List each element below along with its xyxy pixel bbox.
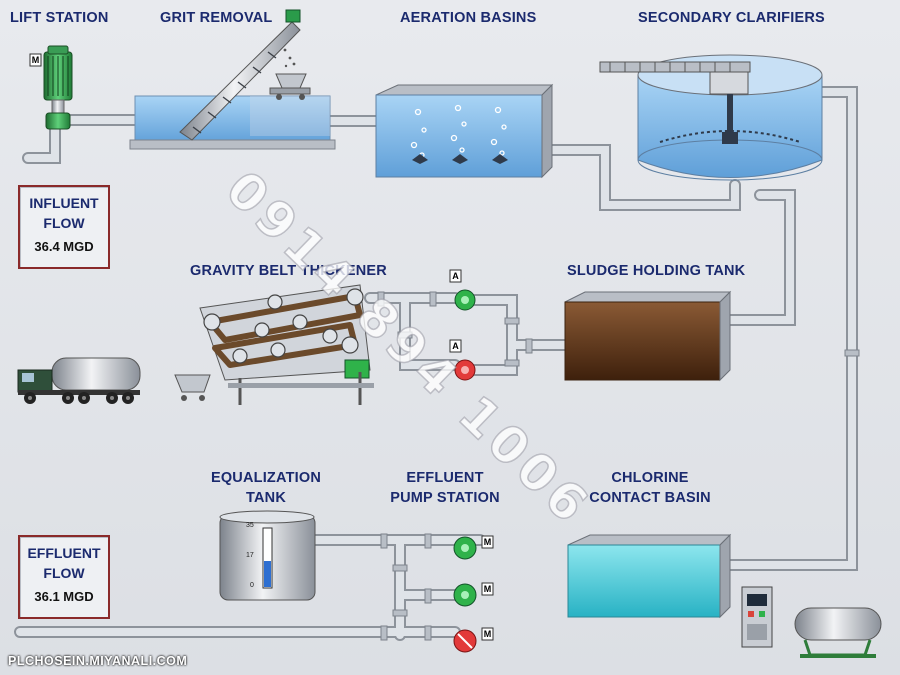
equalization-tank-label: EQUALIZATION TANK — [206, 468, 326, 508]
sludge-pump-b[interactable] — [454, 359, 476, 381]
secondary-clarifiers-label: SECONDARY CLARIFIERS — [638, 10, 825, 26]
site-watermark: PLCHOSEIN.MIYANALI.COM — [8, 654, 188, 668]
effluent-flow-box[interactable]: EFFLUENT FLOW 36.1 MGD — [18, 535, 110, 619]
sludge-pump-b-badge — [449, 339, 462, 353]
eq-scale-mid: 17 — [246, 552, 254, 559]
effluent-pump-1-letter: M — [483, 537, 492, 547]
sludge-cart — [174, 374, 211, 401]
sludge-pump-a-letter: A — [452, 271, 459, 281]
effluent-pump-station-label: EFFLUENT PUMP STATION — [380, 468, 510, 508]
chlorine-contact-basin-label-line2: CONTACT BASIN — [589, 490, 711, 506]
chlorine-control-panel[interactable] — [741, 586, 773, 648]
chlorine-contact-basin-label-line1: CHLORINE — [611, 470, 689, 486]
grit-screw-conveyor[interactable] — [179, 9, 301, 141]
equalization-tank[interactable] — [219, 510, 316, 601]
aeration-basins-label: AERATION BASINS — [400, 10, 537, 26]
influent-flow-title2: FLOW — [43, 215, 85, 231]
chlorine-gas-cylinder — [794, 607, 882, 658]
influent-flow-title1: INFLUENT — [29, 195, 99, 211]
sludge-holding-tank[interactable] — [564, 290, 732, 382]
tanker-truck — [17, 357, 141, 404]
effluent-pump-1-badge — [481, 535, 494, 549]
effluent-flow-title1: EFFLUENT — [27, 545, 101, 561]
lift-station-label: LIFT STATION — [10, 10, 109, 26]
lift-station-pump[interactable] — [43, 45, 73, 130]
lift-station-motor-badge — [29, 53, 42, 67]
effluent-pump-3[interactable] — [453, 629, 477, 653]
influent-flow-box[interactable]: INFLUENT FLOW 36.4 MGD — [18, 185, 110, 269]
secondary-clarifier[interactable] — [599, 54, 823, 181]
effluent-pump-1[interactable] — [453, 536, 477, 560]
grit-channel — [129, 95, 336, 150]
effluent-pump-2[interactable] — [453, 583, 477, 607]
sludge-holding-tank-label: SLUDGE HOLDING TANK — [567, 263, 746, 279]
sludge-pump-a[interactable] — [454, 289, 476, 311]
effluent-pump-2-letter: M — [483, 584, 492, 594]
sludge-pump-a-badge — [449, 269, 462, 283]
lift-station-motor-letter: M — [31, 55, 40, 65]
grit-hopper — [269, 48, 311, 100]
aeration-basin[interactable] — [375, 83, 554, 179]
effluent-pump-3-badge — [481, 627, 494, 641]
effluent-pump-station-label-line2: PUMP STATION — [390, 490, 500, 506]
eq-scale-top: 35 — [246, 522, 254, 529]
equalization-tank-label-line1: EQUALIZATION — [210, 470, 322, 486]
effluent-pump-2-badge — [481, 582, 494, 596]
effluent-pump-station-label-line1: EFFLUENT — [406, 470, 484, 486]
sludge-pump-b-letter: A — [452, 341, 459, 351]
pipe-network — [14, 86, 860, 641]
gravity-belt-thickener[interactable] — [199, 284, 374, 405]
effluent-flow-title2: FLOW — [43, 565, 85, 581]
chlorine-contact-basin-label: CHLORINE CONTACT BASIN — [580, 468, 720, 508]
grit-removal-label: GRIT REMOVAL — [160, 10, 273, 26]
gravity-belt-thickener-label: GRAVITY BELT THICKENER — [190, 263, 387, 279]
effluent-flow-value: 36.1 MGD — [34, 589, 94, 604]
eq-scale-bottom: 0 — [250, 582, 254, 589]
influent-flow-value: 36.4 MGD — [34, 239, 94, 254]
equalization-tank-label-line2: TANK — [246, 490, 286, 506]
effluent-pump-3-letter: M — [483, 629, 492, 639]
chlorine-contact-basin[interactable] — [567, 533, 732, 619]
